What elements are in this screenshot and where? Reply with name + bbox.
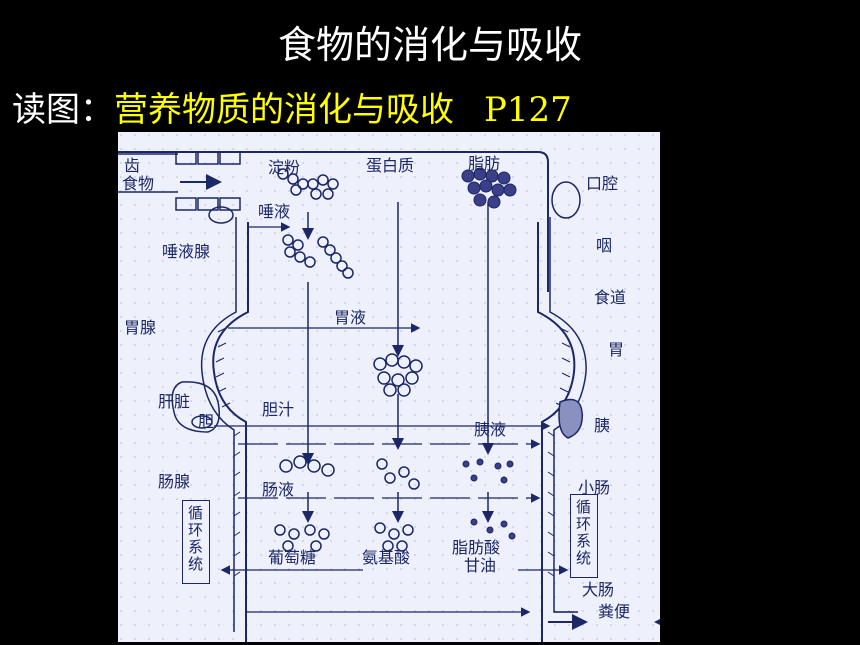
label-feces: 粪便: [598, 602, 631, 621]
label-pancreas: 胰: [594, 416, 611, 435]
label-fatty-acid: 脂肪酸: [452, 538, 501, 557]
label-gastric-gland: 胃腺: [124, 318, 157, 337]
label-food: 食物: [122, 174, 155, 193]
label-bile: 胆汁: [262, 400, 295, 419]
label-large-intestine: 大肠: [582, 580, 615, 599]
label-intestinal-juice: 肠液: [262, 480, 295, 499]
label-protein: 蛋白质: [366, 156, 415, 175]
label-circulation-left: 循环系统: [186, 505, 204, 573]
label-esophagus: 食道: [594, 288, 627, 307]
label-pancreatic-juice: 胰液: [474, 420, 507, 439]
label-saliva: 唾液: [258, 202, 291, 221]
label-gastric-juice: 胃液: [334, 308, 367, 327]
label-starch: 淀粉: [268, 158, 301, 177]
label-pharynx: 咽: [596, 236, 613, 255]
label-stomach: 胃: [608, 340, 625, 359]
circulation-box-left: 循环系统: [182, 500, 210, 584]
label-salivary-gland: 唾液腺: [162, 242, 211, 261]
label-glycerol: 甘油: [464, 556, 497, 575]
label-gallbladder: 胆: [198, 412, 215, 431]
label-intestinal-gland: 肠腺: [158, 472, 191, 491]
label-circulation-right: 循环系统: [574, 499, 592, 567]
page-reference: P127: [484, 90, 572, 130]
subtitle-highlight: 营养物质的消化与吸收: [114, 90, 454, 130]
subtitle-prefix: 读图：: [12, 90, 114, 130]
page-title: 食物的消化与吸收: [277, 23, 582, 67]
label-teeth: 齿: [124, 156, 141, 175]
circulation-box-right: 循环系统: [570, 494, 598, 578]
subtitle: 读图：营养物质的消化与吸收 P127: [12, 82, 572, 131]
label-glucose: 葡萄糖: [268, 548, 317, 567]
label-liver: 肝脏: [158, 392, 191, 411]
label-amino-acid: 氨基酸: [362, 548, 411, 567]
label-fat: 脂肪: [468, 154, 501, 173]
label-mouth: 口腔: [586, 174, 619, 193]
label-small-intestine: 小肠: [578, 478, 611, 497]
digestion-diagram: 齿 食物 淀粉 蛋白质 脂肪 唾液 唾液腺 口腔 咽 食道 胃 胃腺 胃液 肝脏…: [118, 132, 660, 642]
